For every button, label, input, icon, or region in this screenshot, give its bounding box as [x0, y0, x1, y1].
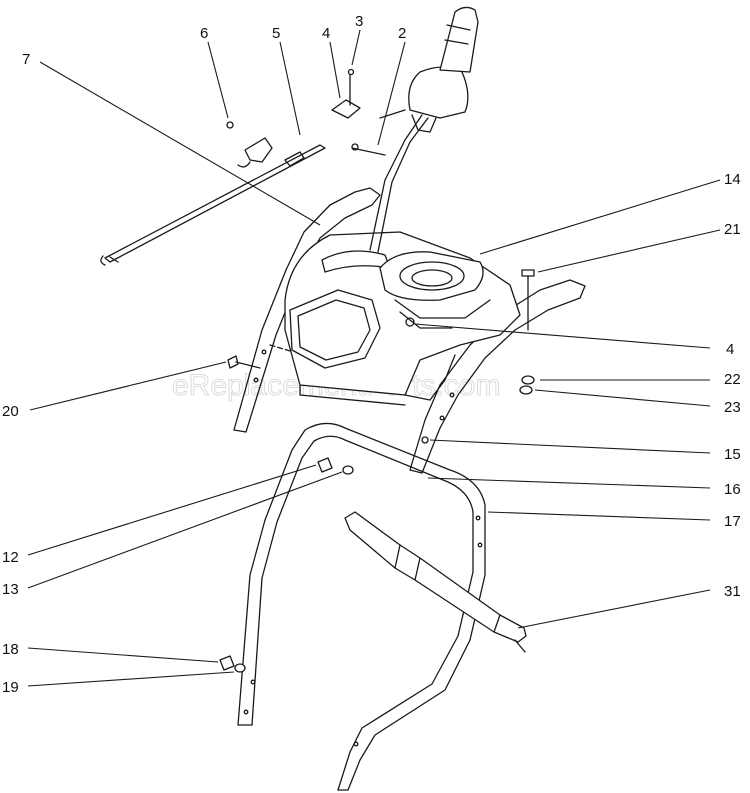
- shift-lever: [369, 6, 479, 253]
- callout-22: 22: [724, 371, 741, 388]
- callout-5: 5: [272, 25, 280, 42]
- callout-19: 19: [2, 679, 19, 696]
- shift-boot: [379, 251, 491, 329]
- callout-17: 17: [724, 513, 741, 530]
- callout-14: 14: [724, 171, 741, 188]
- callout-31: 31: [724, 583, 741, 600]
- callout-labels: 6 5 4 3 2 7 14 21 4 22 23 20 15 16 17 12…: [2, 13, 741, 696]
- lower-handle: [237, 422, 486, 791]
- callout-4: 4: [322, 25, 330, 42]
- callout-16: 16: [724, 481, 741, 498]
- callout-18: 18: [2, 641, 19, 658]
- callout-2: 2: [398, 25, 406, 42]
- callout-15: 15: [724, 446, 741, 463]
- leader-lines: [27, 29, 721, 687]
- callout-12: 12: [2, 549, 19, 566]
- callout-21: 21: [724, 221, 741, 238]
- callout-3: 3: [355, 13, 363, 30]
- callout-20: 20: [2, 403, 19, 420]
- chute-control-rod: [344, 511, 527, 653]
- callout-7: 7: [22, 51, 30, 68]
- hardware: [219, 68, 535, 673]
- callout-23: 23: [724, 399, 741, 416]
- callout-4-lower: 4: [726, 341, 734, 358]
- callout-13: 13: [2, 581, 19, 598]
- callout-6: 6: [200, 25, 208, 42]
